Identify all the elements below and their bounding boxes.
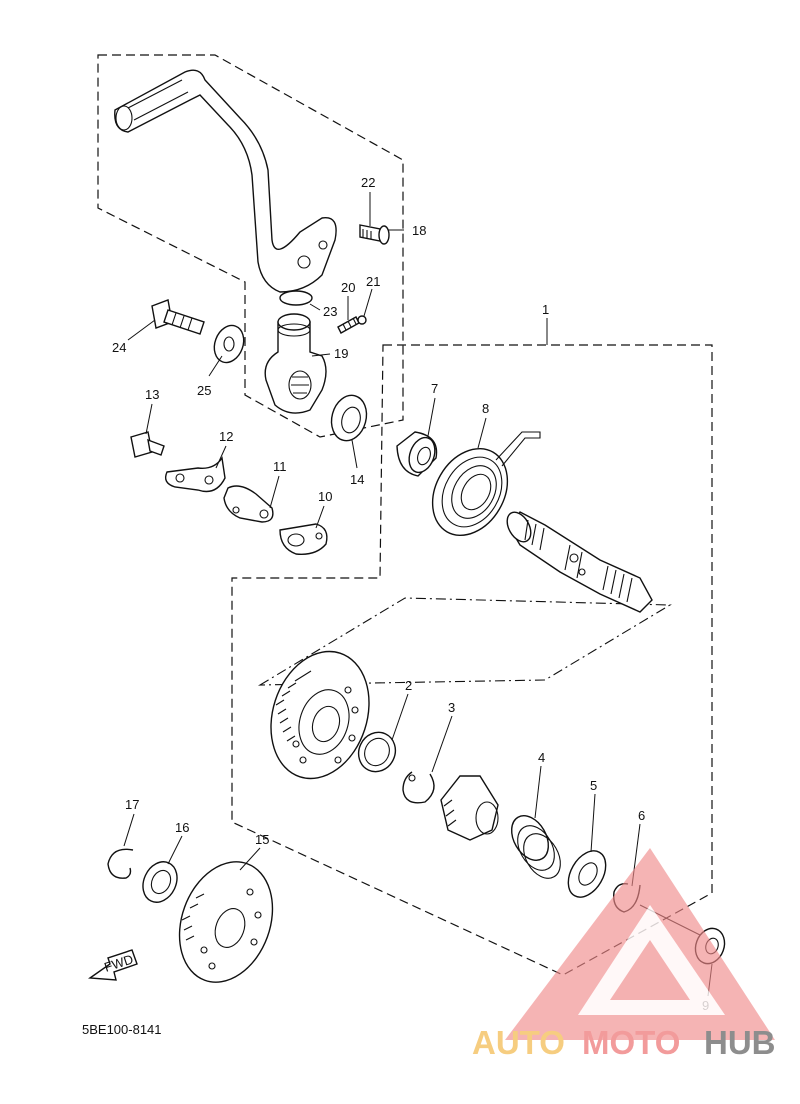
seal-14 bbox=[330, 394, 368, 442]
leader-12 bbox=[215, 445, 227, 469]
watermark-text-moto: MOTO bbox=[582, 1024, 680, 1061]
washer-23 bbox=[279, 290, 313, 306]
spring-20 bbox=[337, 316, 360, 334]
leader-11 bbox=[269, 475, 280, 509]
callout-20: 20 bbox=[341, 280, 355, 295]
leader-16 bbox=[167, 835, 183, 865]
circlip-17 bbox=[107, 848, 134, 879]
leader-10 bbox=[315, 505, 325, 529]
callout-7: 7 bbox=[431, 381, 438, 396]
kick-gear bbox=[270, 650, 370, 780]
leader-3 bbox=[431, 715, 453, 773]
leader-2 bbox=[391, 693, 409, 741]
kick-lever-group-outline bbox=[97, 54, 404, 438]
leader-21 bbox=[363, 288, 373, 317]
callout-8: 8 bbox=[482, 401, 489, 416]
callout-2: 2 bbox=[405, 678, 412, 693]
washer-16 bbox=[142, 861, 178, 903]
collar-7 bbox=[396, 431, 438, 477]
callout-18: 18 bbox=[412, 223, 426, 238]
leader-14 bbox=[351, 439, 358, 469]
callout-23: 23 bbox=[323, 304, 337, 319]
ratchet-wheel bbox=[440, 775, 499, 841]
plate-10 bbox=[279, 523, 328, 555]
callout-24: 24 bbox=[112, 340, 126, 355]
washer-25 bbox=[213, 324, 245, 364]
callout-3: 3 bbox=[448, 700, 455, 715]
leader-17 bbox=[123, 813, 135, 847]
callout-17: 17 bbox=[125, 797, 139, 812]
gear-subgroup-outline bbox=[257, 597, 672, 686]
watermark-text-hub: HUB bbox=[704, 1024, 776, 1061]
spring-4 bbox=[510, 815, 561, 879]
washer-5 bbox=[567, 850, 607, 898]
kick-crank-lever bbox=[114, 69, 337, 293]
watermark-triangle-core bbox=[610, 940, 690, 1000]
callout-21: 21 bbox=[366, 274, 380, 289]
leader-13 bbox=[145, 403, 153, 435]
watermark-text-auto: AUTO bbox=[472, 1024, 565, 1061]
leader-24 bbox=[127, 319, 156, 341]
bolt-22 bbox=[359, 224, 390, 245]
callout-1: 1 bbox=[542, 302, 549, 317]
leader-19 bbox=[311, 353, 331, 357]
callout-10: 10 bbox=[318, 489, 332, 504]
leader-4 bbox=[534, 765, 542, 819]
fwd-label: FWD bbox=[102, 951, 135, 974]
circlip-3 bbox=[402, 771, 435, 804]
plate-12 bbox=[164, 456, 226, 493]
leader-25 bbox=[208, 355, 223, 377]
bolt-13 bbox=[130, 431, 165, 458]
callout-15: 15 bbox=[255, 832, 269, 847]
callout-4: 4 bbox=[538, 750, 545, 765]
idle-gear-15 bbox=[178, 861, 274, 983]
kick-axle-assembly-outline bbox=[231, 344, 713, 976]
callout-19: 19 bbox=[334, 346, 348, 361]
watermark-logo: AUTO MOTO HUB bbox=[472, 848, 776, 1061]
washer-2 bbox=[357, 731, 397, 773]
leader-5 bbox=[590, 793, 596, 853]
callout-13: 13 bbox=[145, 387, 159, 402]
leader-23 bbox=[309, 303, 321, 311]
bolt-24 bbox=[151, 299, 205, 335]
spring-8 bbox=[431, 431, 541, 537]
boss-19 bbox=[264, 313, 327, 414]
callout-25: 25 bbox=[197, 383, 211, 398]
kick-axle-shaft bbox=[506, 511, 653, 613]
callout-14: 14 bbox=[350, 472, 364, 487]
plate-11 bbox=[223, 485, 274, 523]
callout-22: 22 bbox=[361, 175, 375, 190]
leader-7 bbox=[427, 397, 436, 437]
callout-5: 5 bbox=[590, 778, 597, 793]
callout-16: 16 bbox=[175, 820, 189, 835]
ball-21 bbox=[357, 315, 367, 325]
leader-15 bbox=[239, 847, 261, 871]
leader-8 bbox=[477, 417, 487, 449]
part-code: 5BE100-8141 bbox=[82, 1022, 162, 1037]
fwd-arrow: FWD bbox=[87, 949, 138, 981]
callout-6: 6 bbox=[638, 808, 645, 823]
callout-11: 11 bbox=[273, 459, 287, 474]
callout-12: 12 bbox=[219, 429, 233, 444]
